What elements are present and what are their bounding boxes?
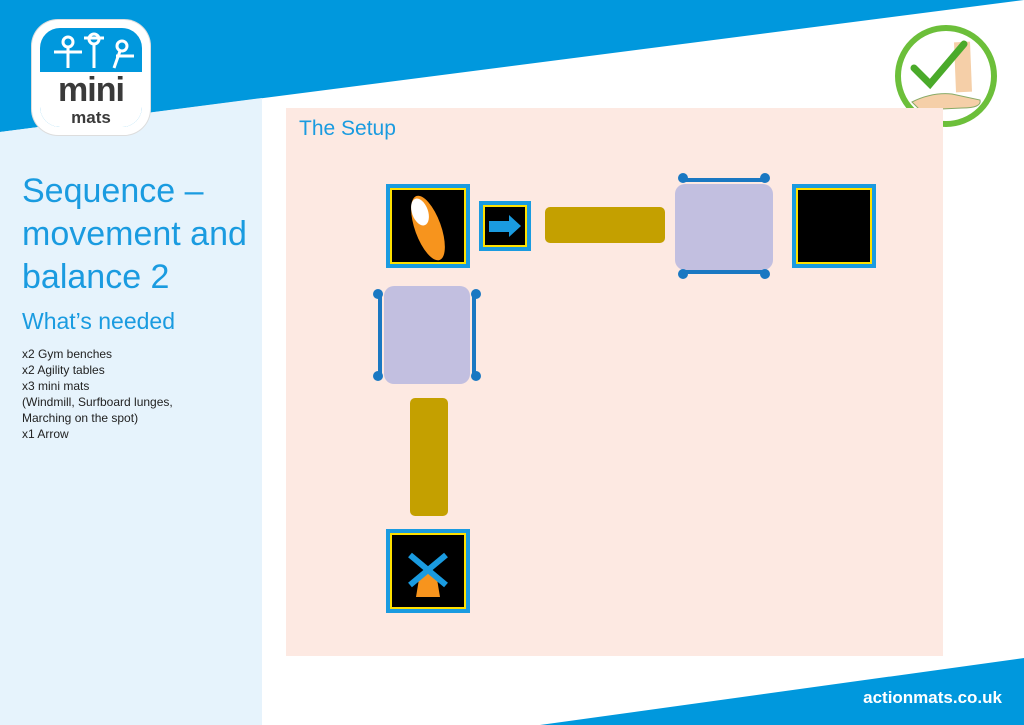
- logo-text: mini: [40, 72, 142, 108]
- list-item: x2 Gym benches: [22, 347, 113, 361]
- footer-url[interactable]: actionmats.co.uk: [863, 688, 1002, 707]
- surfboard-mat: [386, 184, 470, 268]
- page-title: Sequence – movement and balance 2: [22, 172, 247, 296]
- minimats-logo: mini mats: [32, 20, 150, 135]
- gym-bench: [410, 398, 448, 516]
- list-item: x1 Arrow: [22, 427, 69, 441]
- gym-bench: [545, 207, 665, 243]
- logo-subtext: mats: [40, 108, 142, 127]
- arrow-mat: [479, 201, 531, 251]
- table-legs: [373, 289, 481, 381]
- equipment-list: x2 Gym benches x2 Agility tables x3 mini…: [22, 346, 173, 442]
- list-item: (Windmill, Surfboard lunges,: [22, 395, 173, 409]
- whats-needed-heading: What’s needed: [22, 308, 176, 334]
- stick-figures-icon: [54, 32, 134, 69]
- marching-mat: [792, 184, 876, 268]
- check-feet-icon: [895, 25, 997, 127]
- list-item: Marching on the spot): [22, 411, 139, 425]
- list-item: x2 Agility tables: [22, 363, 105, 377]
- arrow-icon: [489, 215, 521, 237]
- table-legs: [678, 173, 770, 279]
- list-item: x3 mini mats: [22, 379, 90, 393]
- agility-table: [384, 286, 470, 384]
- setup-title: The Setup: [299, 117, 396, 140]
- agility-table: [675, 184, 773, 270]
- windmill-mat: [386, 529, 470, 613]
